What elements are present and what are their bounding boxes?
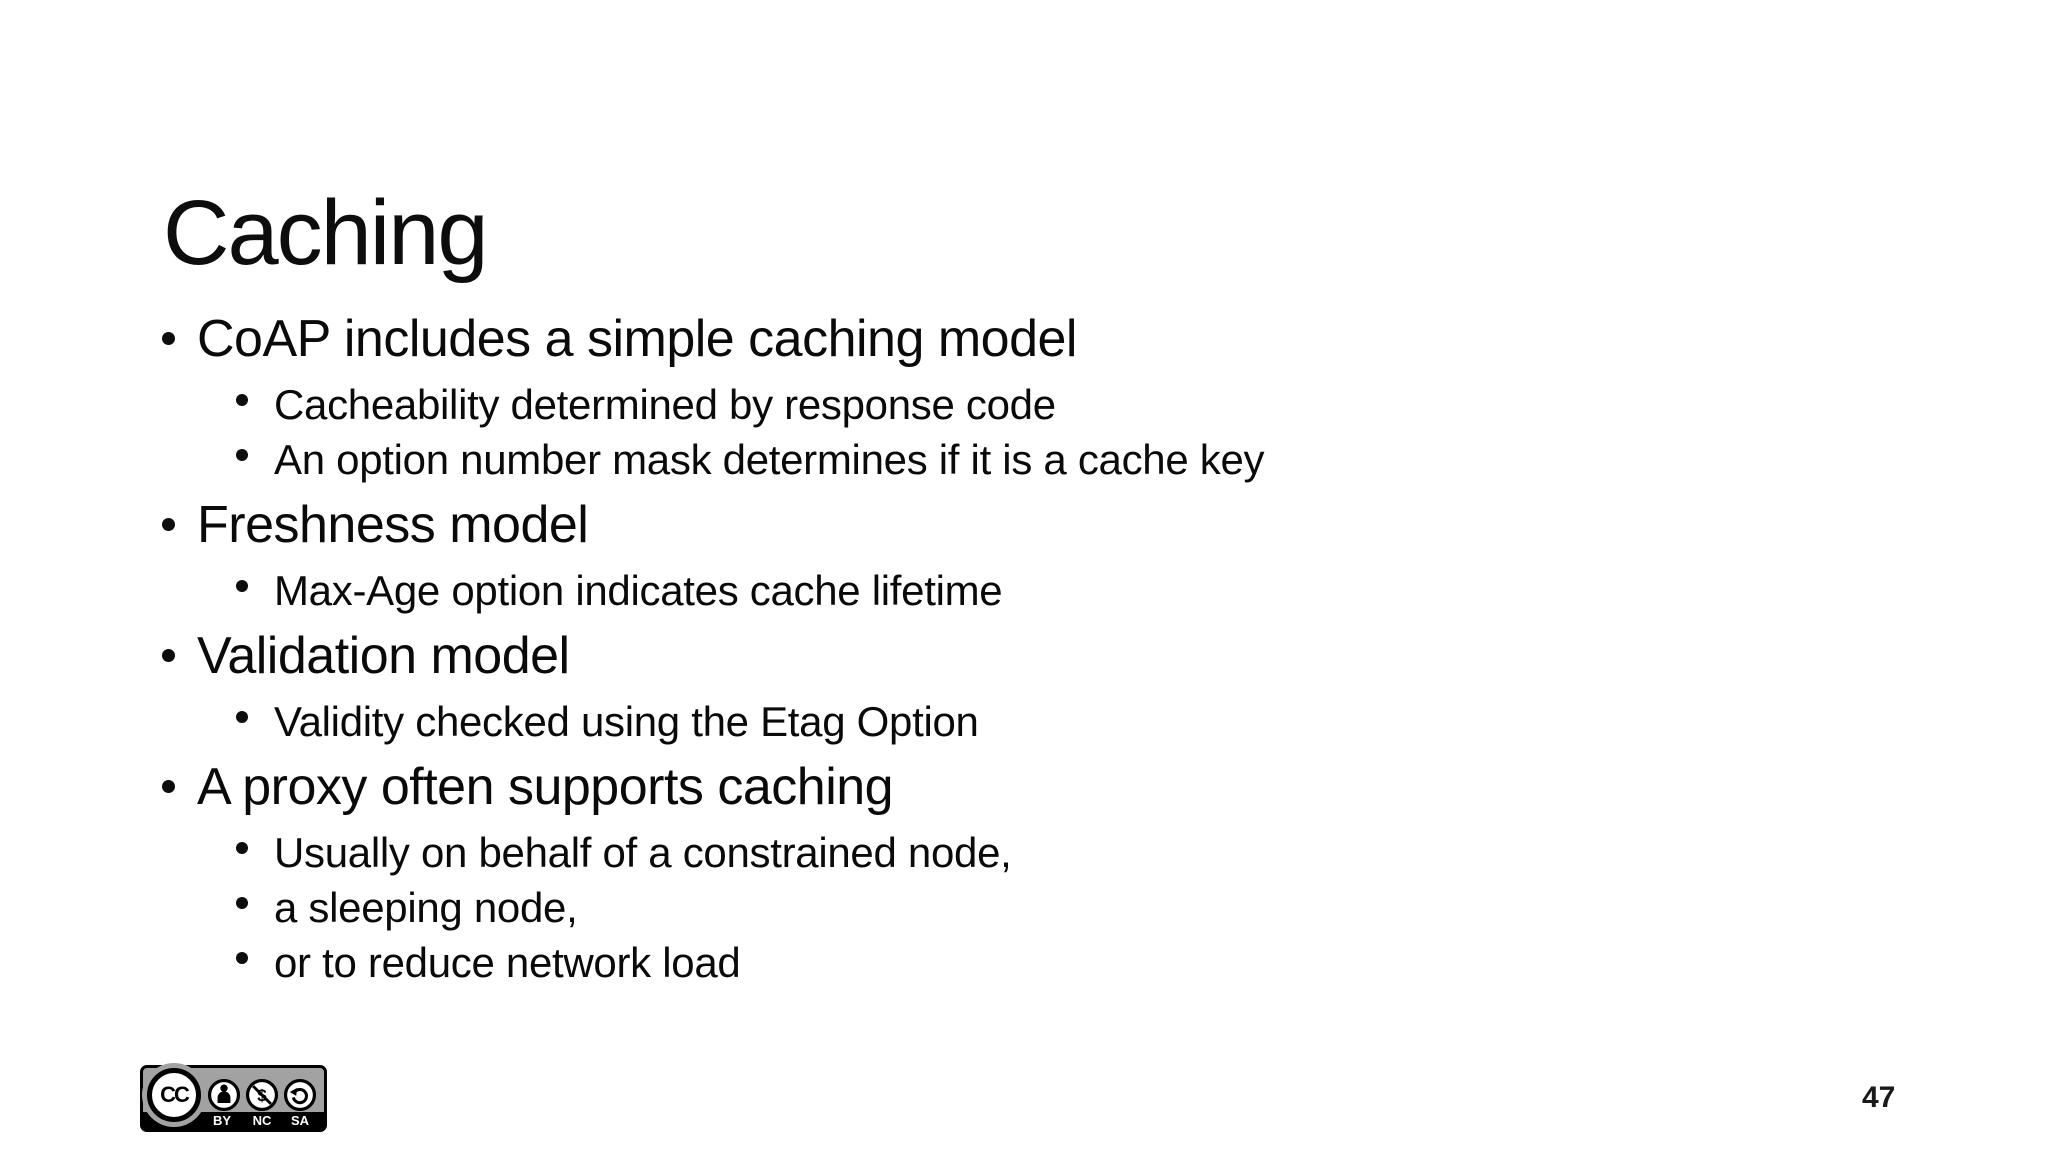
bullet-item: Cacheability determined by response code — [162, 377, 1862, 432]
cc-logo-icon: CC — [147, 1068, 201, 1122]
cc-logo-label: CC — [160, 1082, 190, 1107]
attribution-person-icon — [207, 1078, 241, 1112]
cc-license-badge: CC $ BY NC SA — [140, 1065, 327, 1132]
cc-term-label-sa: SA — [290, 1113, 310, 1128]
bullet-item: A proxy often supports caching — [162, 756, 1862, 818]
non-commercial-no-dollar-icon: $ — [245, 1078, 279, 1112]
bullet-list: CoAP includes a simple caching model Cac… — [162, 308, 1862, 990]
cc-term-label-nc: NC — [252, 1113, 272, 1128]
bullet-item: Validation model — [162, 625, 1862, 687]
bullet-item: CoAP includes a simple caching model — [162, 308, 1862, 370]
cc-term-label-by: BY — [212, 1113, 232, 1128]
page-number: 47 — [1862, 1081, 1896, 1114]
bullet-item: Max-Age option indicates cache lifetime — [162, 563, 1862, 618]
bullet-item: Validity checked using the Etag Option — [162, 694, 1862, 749]
share-alike-arrow-icon — [283, 1078, 317, 1112]
bullet-item: An option number mask determines if it i… — [162, 432, 1862, 487]
bullet-item: Usually on behalf of a constrained node, — [162, 825, 1862, 880]
page-title: Caching — [163, 181, 489, 284]
bullet-item: Freshness model — [162, 494, 1862, 556]
bullet-item: or to reduce network load — [162, 935, 1862, 990]
bullet-item: a sleeping node, — [162, 880, 1862, 935]
